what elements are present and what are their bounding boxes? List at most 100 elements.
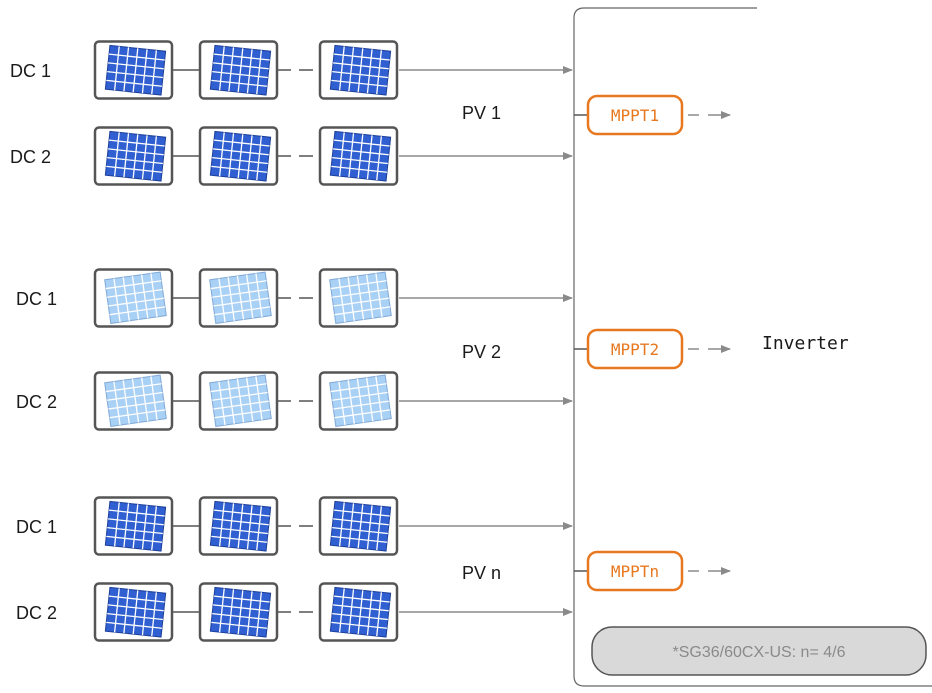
- panel-grid-line: [151, 506, 157, 551]
- panel-cells: [209, 586, 272, 638]
- panel-grid-line: [106, 165, 163, 173]
- panel-cells: [329, 500, 392, 552]
- dc-label: DC 2: [10, 147, 51, 167]
- panel-grid-line: [123, 47, 130, 92]
- panel-grid-line: [113, 278, 121, 323]
- panel-grid-line: [218, 588, 225, 633]
- solar-panel-icon: [318, 371, 399, 431]
- pv-label: PV 2: [462, 342, 501, 362]
- panel-grid-line: [141, 505, 148, 550]
- panel-grid-line: [108, 400, 164, 410]
- panel-grid-line: [357, 504, 364, 549]
- panel-grid-line: [132, 504, 139, 549]
- panel-grid-line: [213, 297, 269, 307]
- panel-grid-line: [218, 502, 225, 547]
- panel-grid-line: [123, 133, 130, 178]
- panel-cells: [104, 374, 167, 427]
- panel-grid-line: [141, 274, 149, 319]
- panel-grid-line: [150, 376, 158, 421]
- panel-grid-line: [212, 71, 268, 79]
- panel-grid-line: [332, 613, 388, 621]
- solar-panel-icon: [93, 268, 174, 328]
- panel-grid-line: [256, 506, 262, 551]
- panel-grid-line: [151, 592, 157, 637]
- panel-grid-line: [333, 148, 389, 156]
- panel-grid-line: [331, 621, 388, 629]
- panel-grid-line: [213, 509, 270, 517]
- panel-grid-line: [338, 132, 345, 177]
- panel-grid-line: [237, 504, 244, 549]
- panel-grid-line: [108, 297, 164, 307]
- solar-panel-icon: [93, 371, 174, 431]
- panel-grid-line: [334, 306, 391, 316]
- panel-cells: [209, 500, 272, 552]
- panel-grid-line: [366, 135, 373, 180]
- panel-cells: [329, 374, 392, 427]
- panel-grid-line: [376, 136, 382, 181]
- panel-grid-line: [212, 391, 268, 401]
- panel-cells: [209, 271, 272, 324]
- solar-panel-icon: [93, 40, 174, 100]
- panel-grid-line: [141, 377, 149, 422]
- panel-grid-line: [113, 381, 121, 426]
- panel-grid-line: [332, 71, 388, 79]
- panel-cells: [209, 44, 272, 96]
- panel-cells: [104, 271, 167, 324]
- panel-grid-line: [338, 588, 345, 633]
- panel-grid-line: [228, 133, 235, 178]
- panel-grid-line: [338, 278, 346, 323]
- panel-grid-line: [357, 48, 364, 93]
- panel-grid-line: [108, 595, 165, 603]
- panel-grid-line: [132, 134, 139, 179]
- panel-grid-line: [141, 135, 148, 180]
- panel-grid-line: [366, 49, 373, 94]
- panel-grid-line: [108, 139, 165, 147]
- panel-grid-line: [376, 592, 382, 637]
- panel-grid-line: [105, 280, 162, 290]
- panel-grid-line: [348, 47, 355, 92]
- panel-cells: [329, 44, 392, 96]
- panel-grid-line: [237, 48, 244, 93]
- mppt-box: [586, 328, 684, 370]
- panel-grid-line: [213, 148, 269, 156]
- panel-grid-line: [333, 297, 389, 307]
- panel-cells: [209, 130, 272, 182]
- panel-grid-line: [106, 621, 163, 629]
- panel-grid-line: [218, 132, 225, 177]
- panel-grid-line: [227, 277, 235, 321]
- panel-grid-line: [246, 274, 254, 319]
- panel-grid-line: [213, 139, 270, 147]
- panel-grid-line: [106, 535, 163, 543]
- solar-panel-icon: [198, 126, 279, 186]
- panel-grid-line: [348, 503, 355, 548]
- pv-group: DC 1 DC 2 PV 2 MPPT2: [16, 268, 731, 431]
- panel-grid-line: [212, 527, 268, 535]
- panel-grid-line: [332, 527, 388, 535]
- panel-grid-line: [228, 589, 235, 634]
- panel-grid-line: [132, 590, 139, 635]
- dc-label: DC 1: [16, 517, 57, 537]
- panel-grid-line: [332, 157, 388, 165]
- pv-label: PV 1: [462, 103, 501, 123]
- panel-grid-line: [236, 378, 245, 423]
- panel-grid-line: [338, 46, 345, 91]
- panel-grid-line: [218, 46, 225, 91]
- panel-grid-line: [108, 53, 165, 61]
- panel-grid-line: [333, 62, 389, 70]
- panel-grid-line: [122, 277, 130, 321]
- mppt-label: MPPT2: [611, 340, 659, 359]
- mppt-label: MPPTn: [611, 562, 659, 581]
- panel-grid-line: [330, 383, 387, 393]
- solar-panel-icon: [93, 582, 174, 642]
- panel-grid-line: [213, 53, 270, 61]
- mppt-label: MPPT1: [611, 106, 659, 125]
- mppt-box: [586, 94, 684, 136]
- dc-label: DC 1: [16, 289, 57, 309]
- pv-string-row: DC 2: [16, 371, 573, 431]
- panel-grid-line: [347, 380, 355, 424]
- panel-grid-line: [246, 49, 253, 94]
- panel-grid-line: [211, 621, 268, 629]
- panel-grid-line: [210, 280, 267, 290]
